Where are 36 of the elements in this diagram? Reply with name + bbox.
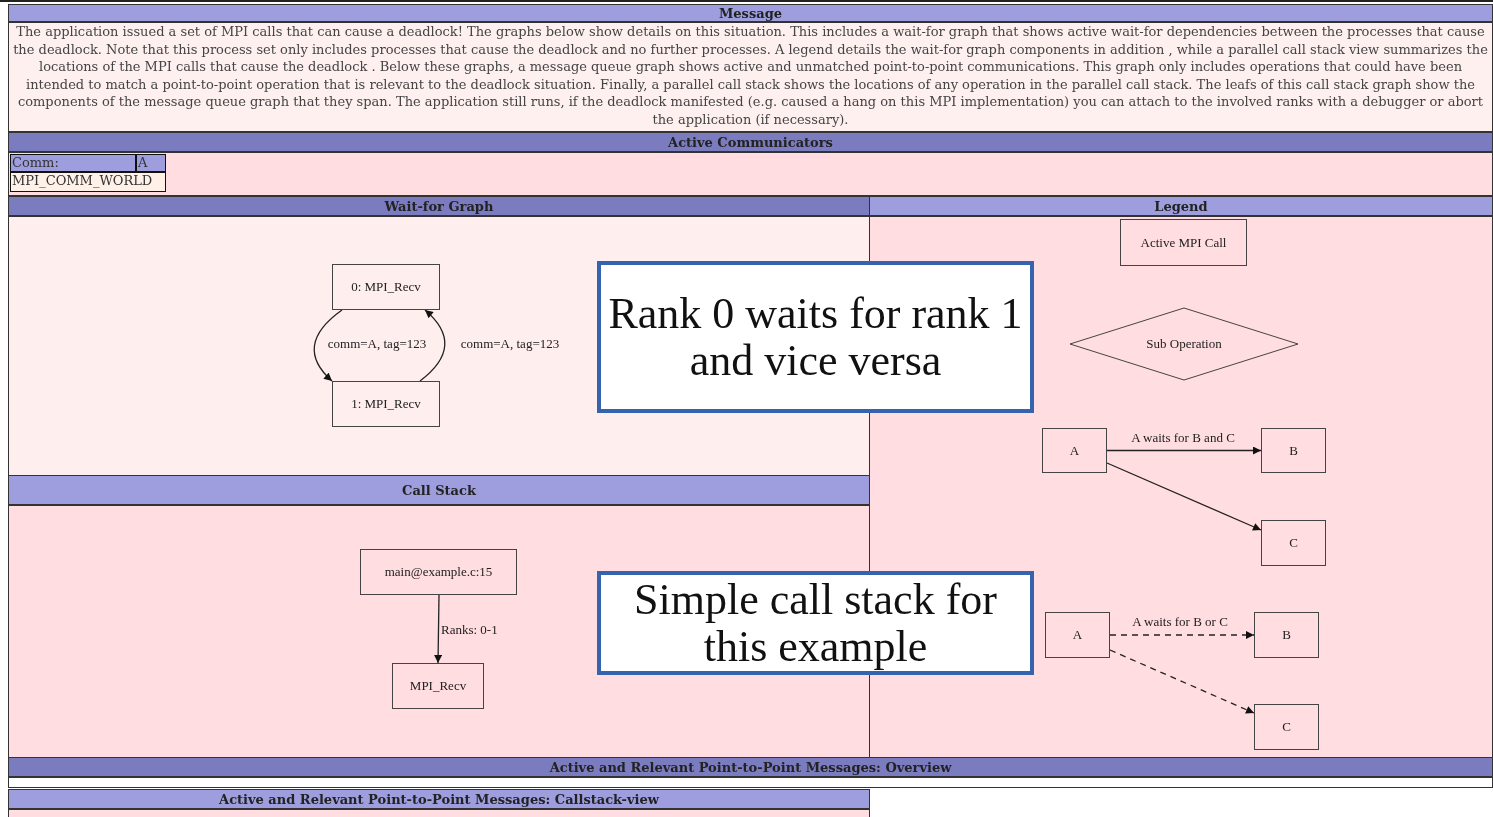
- panel: [8, 757, 1493, 788]
- process-box: 0: MPI_Recv: [332, 264, 440, 310]
- process-box: 1: MPI_Recv: [332, 381, 440, 427]
- panel-header: Message: [9, 5, 1492, 23]
- panel: [8, 4, 1493, 132]
- arrow: [1109, 631, 1255, 639]
- process-box: C: [1254, 704, 1319, 750]
- process-box: Active MPI Call: [1120, 219, 1247, 266]
- panel-header: Wait-for Graph: [9, 197, 869, 217]
- table-header-cell: A: [136, 154, 166, 172]
- callout-tooltip: Simple call stack for this example: [597, 571, 1034, 675]
- process-box: A: [1045, 612, 1110, 658]
- panel-header: Legend: [870, 197, 1492, 217]
- process-box: MPI_Recv: [392, 663, 484, 709]
- process-box: main@example.c:15: [360, 549, 517, 595]
- process-box: C: [1261, 520, 1326, 566]
- panel: [8, 132, 1493, 196]
- panel-header: Active and Relevant Point-to-Point Messages: Overview: [9, 758, 1492, 778]
- arrow: [419, 309, 446, 382]
- arrow: [434, 594, 443, 664]
- decision-diamond: Sub Operation: [1069, 307, 1299, 381]
- callout-tooltip: Rank 0 waits for rank 1 and vice versa: [597, 261, 1034, 413]
- arrow: [313, 309, 343, 382]
- message-text: The application issued a set of MPI calls that can cause a deadlock! The graphs below show details on this situation. This includes a wait-for graph that shows active wait-for dependencies between the processes that cause the deadlock. Note that this process set only includes processes that cause the deadlock and no further processes. A legend details the wait-for graph components in addition , while a parallel call stack view summarizes the locations of the MPI calls that cause the deadlock . Below these graphs, a message queue graph shows active and unmatched point-to-point communications. This graph only includes operations that could have been intended to match a point-to-point operation that is relevant to the deadlock situation. Finally, a parallel call stack shows the locations of any operation in the parallel call stack. The leafs of this call stack graph show the components of the message queue graph that they span. The application still runs, if the deadlock manifested (e.g. caused a hang on this MPI implementation) you can attach to the involved ranks with a debugger or abort the application (if necessary).: [12, 23, 1489, 129]
- panel-header: Call Stack: [9, 476, 869, 506]
- table-cell: MPI_COMM_WORLD: [10, 172, 166, 192]
- process-box: A: [1042, 428, 1107, 473]
- arrow: [1106, 462, 1262, 531]
- process-box: B: [1261, 428, 1326, 473]
- process-box: B: [1254, 612, 1319, 658]
- panel-header: Active and Relevant Point-to-Point Messages: Callstack-view: [9, 790, 869, 810]
- table-header-cell: Comm:: [10, 154, 136, 172]
- arrow: [1109, 649, 1255, 714]
- panel: [8, 789, 870, 817]
- panel-header: Active Communicators: [9, 133, 1492, 153]
- arrow: [1106, 446, 1262, 455]
